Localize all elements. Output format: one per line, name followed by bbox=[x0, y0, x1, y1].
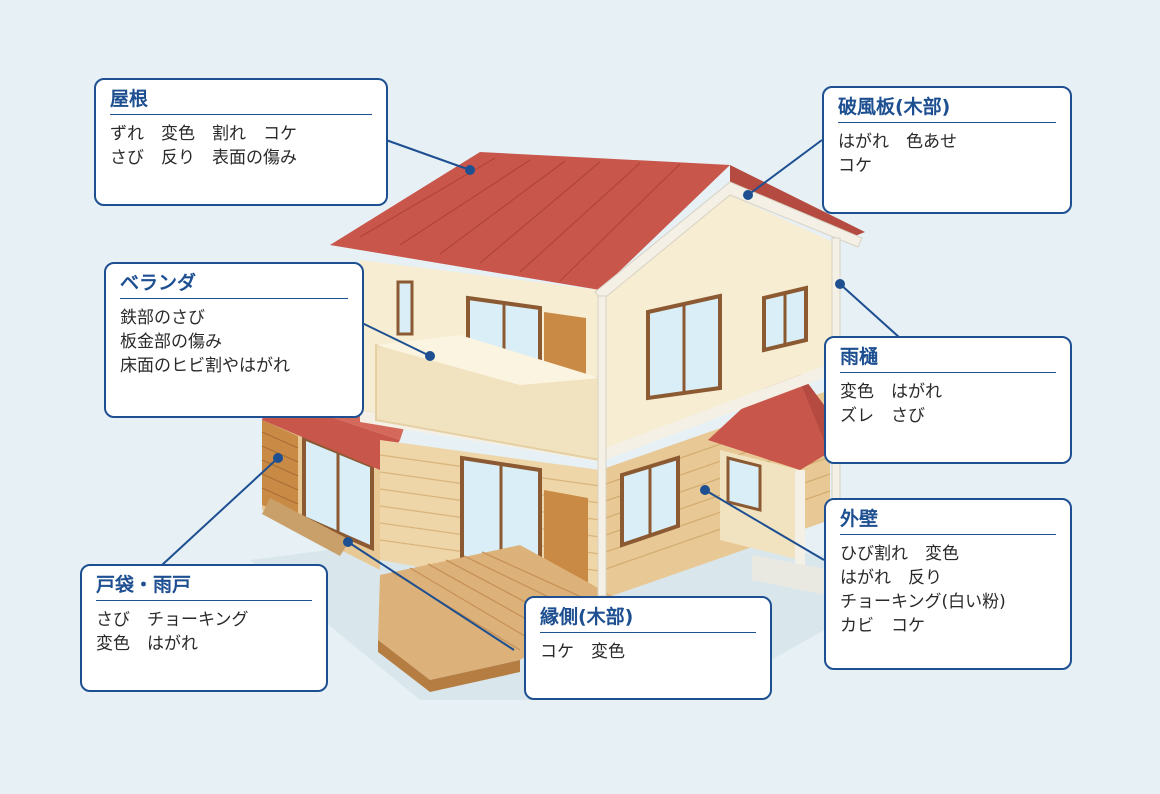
callout-line: 鉄部のさび bbox=[120, 308, 205, 328]
leader-lines bbox=[161, 139, 901, 651]
callout-engawa: 縁側(木部) コケ 変色 bbox=[524, 596, 772, 700]
callout-title: 戸袋・雨戸 bbox=[96, 572, 312, 601]
callout-line: はがれ 反り bbox=[840, 568, 942, 588]
callout-title: 外壁 bbox=[840, 506, 1056, 535]
engawa-deck bbox=[378, 545, 620, 680]
porch-roof bbox=[708, 362, 850, 470]
callout-title: 縁側(木部) bbox=[540, 604, 756, 633]
leader-gutter bbox=[839, 283, 901, 339]
callout-line: 床面のヒビ割やはがれ bbox=[120, 356, 290, 376]
leader-roof bbox=[385, 139, 471, 171]
callout-line: ずれ 変色 割れ コケ bbox=[110, 124, 297, 144]
callout-wall: 外壁 ひび割れ 変色 はがれ 反り チョーキング(白い粉) カビ コケ bbox=[824, 498, 1072, 670]
callout-line: チョーキング(白い粉) bbox=[840, 592, 1006, 612]
callout-gutter: 雨樋 変色 はがれ ズレ さび bbox=[824, 336, 1072, 464]
callout-line: 変色 はがれ bbox=[96, 634, 198, 654]
callout-line: さび 反り 表面の傷み bbox=[110, 148, 297, 168]
leader-veranda bbox=[359, 321, 431, 357]
leader-shutter bbox=[161, 457, 279, 566]
callout-line: カビ コケ bbox=[840, 616, 925, 636]
leader-fascia bbox=[747, 139, 823, 196]
callout-roof: 屋根 ずれ 変色 割れ コケ さび 反り 表面の傷み bbox=[94, 78, 388, 206]
callout-shutter: 戸袋・雨戸 さび チョーキング 変色 はがれ bbox=[80, 564, 328, 692]
callout-line: はがれ 色あせ bbox=[838, 132, 957, 152]
callout-title: 破風板(木部) bbox=[838, 94, 1056, 123]
callout-line: 板金部の傷み bbox=[120, 332, 222, 352]
small-window bbox=[396, 280, 414, 336]
leader-wall bbox=[704, 489, 825, 561]
leader-engawa bbox=[347, 541, 515, 651]
callout-title: 屋根 bbox=[110, 86, 372, 115]
porch-step bbox=[752, 555, 830, 596]
callout-title: 雨樋 bbox=[840, 344, 1056, 373]
callout-veranda: ベランダ 鉄部のさび 板金部の傷み 床面のヒビ割やはがれ bbox=[104, 262, 364, 418]
leader-dots bbox=[273, 165, 845, 547]
callout-line: コケ 変色 bbox=[540, 642, 625, 662]
callout-line: 変色 はがれ bbox=[840, 382, 942, 402]
callout-line: ひび割れ 変色 bbox=[840, 544, 959, 564]
callout-title: ベランダ bbox=[120, 270, 348, 299]
callout-line: コケ bbox=[838, 156, 872, 176]
callout-line: さび チョーキング bbox=[96, 610, 249, 630]
callout-line: ズレ さび bbox=[840, 406, 925, 426]
callout-fascia: 破風板(木部) はがれ 色あせ コケ bbox=[822, 86, 1072, 214]
shutter-box bbox=[262, 420, 298, 520]
